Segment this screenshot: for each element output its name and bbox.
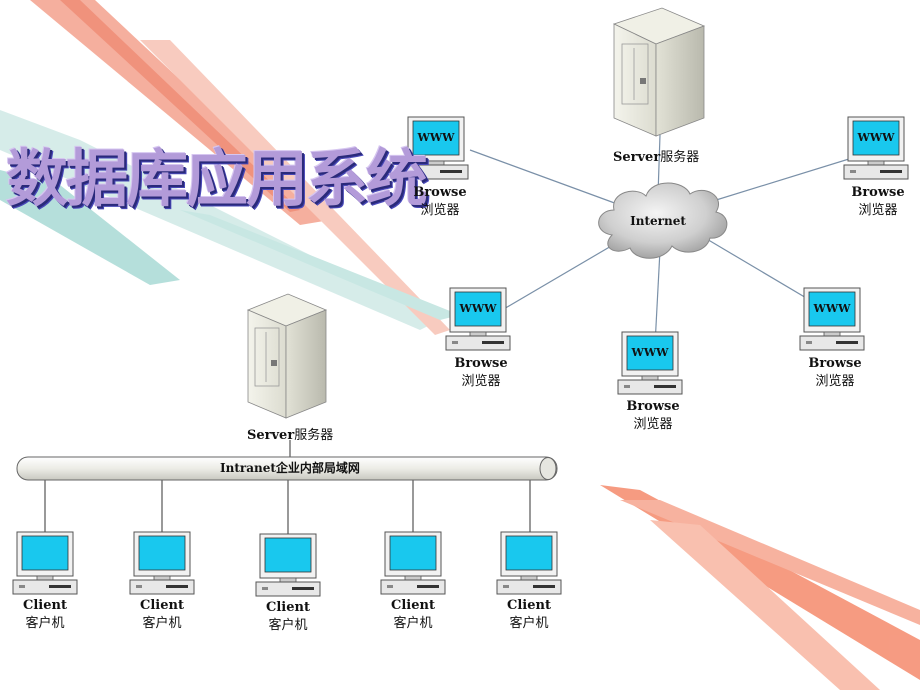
client-computer-icon — [380, 531, 446, 595]
client-label-4: Client 客户机 — [378, 597, 448, 633]
browser-label-5: Browse 浏览器 — [800, 355, 870, 391]
server-label-en: Server — [613, 150, 661, 165]
client-computer-icon — [12, 531, 78, 595]
browser-label-cn: 浏览器 — [633, 417, 673, 432]
browser-label-en: Browse — [413, 185, 467, 200]
client-label-5: Client 客户机 — [494, 597, 564, 633]
client-label-en: Client — [391, 598, 435, 613]
internet-server-icon — [612, 7, 706, 137]
client-label-en: Client — [266, 600, 310, 615]
www-screen-text: WWW — [856, 131, 895, 144]
browser-computer-icon: WWW — [403, 116, 469, 180]
browser-label-en: Browse — [808, 356, 862, 371]
intranet-bus — [16, 456, 558, 481]
www-screen-text: WWW — [812, 302, 851, 315]
bus-label: Intranet企业内部局域网 — [220, 461, 360, 475]
client-label-cn: 客户机 — [142, 616, 182, 631]
client-computer-icon — [129, 531, 195, 595]
client-label-cn: 客户机 — [509, 616, 549, 631]
server-label-cn: 服务器 — [294, 428, 334, 443]
browser-label-cn: 浏览器 — [858, 203, 898, 218]
browser-label-1: Browse 浏览器 — [405, 184, 475, 220]
www-screen-text: WWW — [630, 346, 669, 359]
browser-label-en: Browse — [851, 185, 905, 200]
browser-label-en: Browse — [626, 399, 680, 414]
cloud-label: Internet — [630, 214, 686, 228]
browser-label-cn: 浏览器 — [461, 374, 501, 389]
client-label-2: Client 客户机 — [127, 597, 197, 633]
server-label-cn: 服务器 — [660, 150, 700, 165]
browser-computer-icon: WWW — [445, 287, 511, 351]
client-label-en: Client — [507, 598, 551, 613]
browser-label-4: Browse 浏览器 — [618, 398, 688, 434]
client-computer-icon — [496, 531, 562, 595]
browser-computer-icon: WWW — [799, 287, 865, 351]
browser-computer-icon: WWW — [617, 331, 683, 395]
client-label-cn: 客户机 — [393, 616, 433, 631]
client-label-cn: 客户机 — [25, 616, 65, 631]
internet-server-label: Server服务器 — [613, 146, 699, 165]
server-label-en: Server — [247, 428, 295, 443]
www-screen-text: WWW — [458, 302, 497, 315]
browser-label-cn: 浏览器 — [420, 203, 460, 218]
intranet-links — [44, 440, 531, 538]
page-title: 数据库应用系统 — [6, 142, 428, 215]
client-label-1: Client 客户机 — [10, 597, 80, 633]
client-label-3: Client 客户机 — [253, 599, 323, 635]
intranet-server-icon — [246, 293, 328, 419]
www-screen-text: WWW — [416, 131, 455, 144]
client-label-en: Client — [140, 598, 184, 613]
browser-label-cn: 浏览器 — [815, 374, 855, 389]
client-label-en: Client — [23, 598, 67, 613]
internet-cloud-icon — [598, 182, 728, 259]
browser-label-2: Browse 浏览器 — [843, 184, 913, 220]
client-computer-icon — [255, 533, 321, 597]
browser-label-3: Browse 浏览器 — [446, 355, 516, 391]
client-label-cn: 客户机 — [268, 618, 308, 633]
browser-computer-icon: WWW — [843, 116, 909, 180]
browser-label-en: Browse — [454, 356, 508, 371]
intranet-server-label: Server服务器 — [247, 424, 333, 443]
